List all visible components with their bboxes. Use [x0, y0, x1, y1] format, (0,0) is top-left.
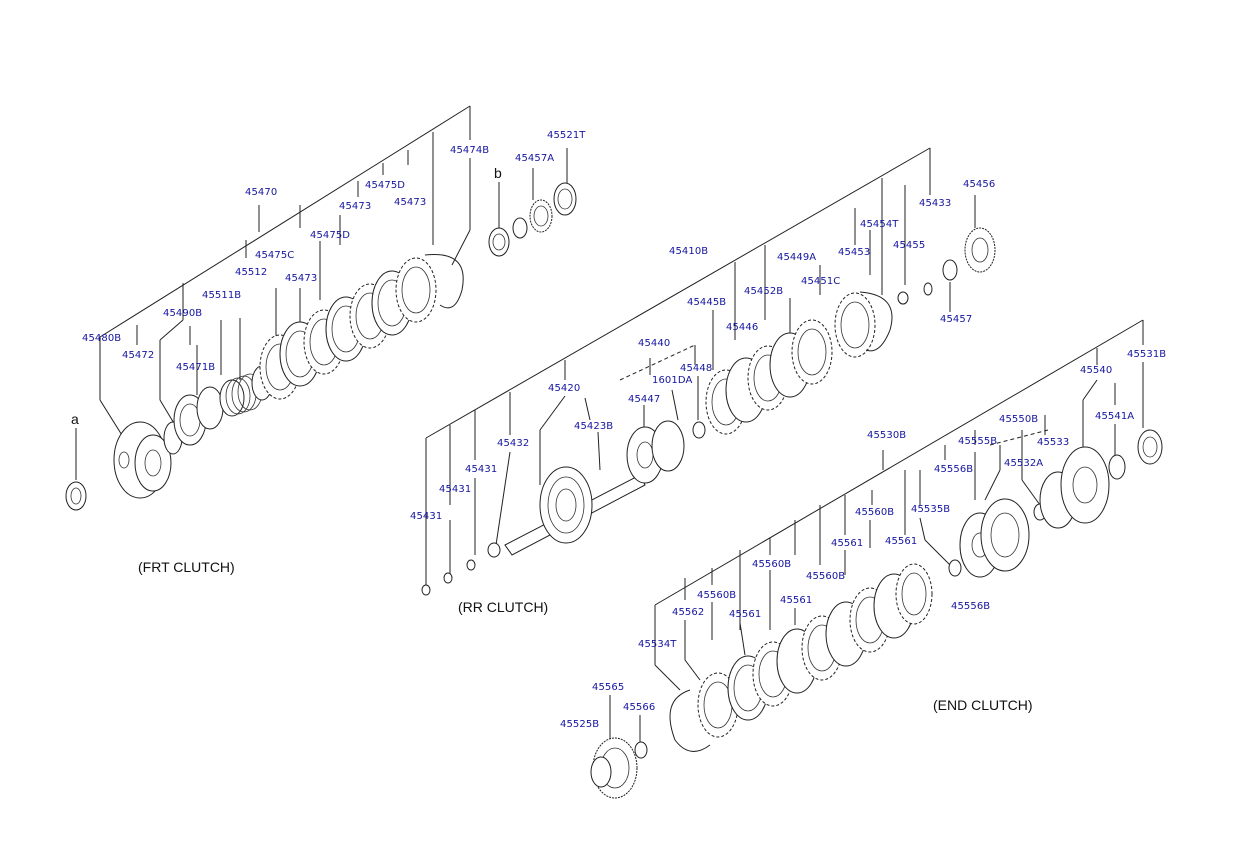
group-title-rr-clutch: (RR CLUTCH)	[458, 599, 549, 615]
part-label-45550B[interactable]: 45550B	[999, 414, 1039, 425]
part-label-45531B[interactable]: 45531B	[1127, 349, 1167, 360]
part-label-45471B[interactable]: 45471B	[176, 362, 216, 373]
part-label-45561[interactable]: 45561	[780, 595, 813, 606]
part-label-45457[interactable]: 45457	[940, 314, 973, 325]
part-label-45445B[interactable]: 45445B	[687, 297, 727, 308]
part-label-45532A[interactable]: 45532A	[1004, 458, 1044, 469]
b-parts	[488, 148, 577, 257]
part-label-45556B[interactable]: 45556B	[934, 464, 974, 475]
part-label-45470[interactable]: 45470	[245, 187, 278, 198]
part-label-45475D[interactable]: 45475D	[365, 180, 406, 191]
part-label-45555B[interactable]: 45555B	[958, 436, 998, 447]
part-label-45560B[interactable]: 45560B	[752, 559, 792, 570]
part-label-45431[interactable]: 45431	[439, 484, 472, 495]
part-label-45455[interactable]: 45455	[893, 240, 926, 251]
marker-b: b	[494, 165, 502, 181]
part-label-45423B[interactable]: 45423B	[574, 421, 614, 432]
part-label-45451C[interactable]: 45451C	[801, 276, 841, 287]
part-label-45511B[interactable]: 45511B	[202, 290, 242, 301]
part-label-45556B[interactable]: 45556B	[951, 601, 991, 612]
part-label-45475D[interactable]: 45475D	[310, 230, 351, 241]
part-label-45410B[interactable]: 45410B	[669, 246, 709, 257]
part-label-45561[interactable]: 45561	[831, 538, 864, 549]
rr-clutch-assembly	[421, 147, 996, 596]
part-label-45420[interactable]: 45420	[548, 383, 581, 394]
part-label-45431[interactable]: 45431	[465, 464, 498, 475]
part-label-45452B[interactable]: 45452B	[744, 286, 784, 297]
group-title-end-clutch: (END CLUTCH)	[933, 697, 1033, 713]
part-label-45457A[interactable]: 45457A	[515, 153, 555, 164]
part-label-45474B[interactable]: 45474B	[450, 145, 490, 156]
part-label-45530B[interactable]: 45530B	[867, 430, 907, 441]
part-label-45447[interactable]: 45447	[628, 394, 661, 405]
group-title-frt-clutch: (FRT CLUTCH)	[138, 559, 235, 575]
part-label-45456[interactable]: 45456	[963, 179, 996, 190]
part-label-45473[interactable]: 45473	[285, 273, 318, 284]
part-label-45525B[interactable]: 45525B	[560, 719, 600, 730]
part-label-45454T[interactable]: 45454T	[860, 219, 899, 230]
frt-clutch-assembly	[65, 105, 471, 511]
part-label-45566[interactable]: 45566	[623, 702, 656, 713]
part-label-45533[interactable]: 45533	[1037, 437, 1070, 448]
part-label-45560B[interactable]: 45560B	[855, 507, 895, 518]
part-label-45473[interactable]: 45473	[394, 197, 427, 208]
part-label-45448[interactable]: 45448	[680, 363, 713, 374]
part-label-45561[interactable]: 45561	[885, 536, 918, 547]
part-label-45535B[interactable]: 45535B	[911, 504, 951, 515]
part-label-45431[interactable]: 45431	[410, 511, 443, 522]
part-label-45453[interactable]: 45453	[838, 247, 871, 258]
part-label-45560B[interactable]: 45560B	[806, 571, 846, 582]
end-clutch-assembly	[590, 319, 1163, 799]
part-label-45440[interactable]: 45440	[638, 338, 671, 349]
part-label-45534T[interactable]: 45534T	[638, 639, 677, 650]
part-label-1601DA[interactable]: 1601DA	[652, 375, 693, 386]
part-label-45449A[interactable]: 45449A	[777, 252, 817, 263]
part-label-45433[interactable]: 45433	[919, 198, 952, 209]
part-label-45472[interactable]: 45472	[122, 350, 155, 361]
part-label-45521T[interactable]: 45521T	[547, 130, 586, 141]
part-label-45473[interactable]: 45473	[339, 201, 372, 212]
part-label-45475C[interactable]: 45475C	[255, 250, 295, 261]
part-label-45562[interactable]: 45562	[672, 607, 705, 618]
part-label-45480B[interactable]: 45480B	[82, 333, 122, 344]
part-label-45490B[interactable]: 45490B	[163, 308, 203, 319]
part-label-45512[interactable]: 45512	[235, 267, 268, 278]
part-label-45540[interactable]: 45540	[1080, 365, 1113, 376]
part-label-45541A[interactable]: 45541A	[1095, 411, 1135, 422]
part-label-45565[interactable]: 45565	[592, 682, 625, 693]
part-label-45560B[interactable]: 45560B	[697, 590, 737, 601]
marker-a: a	[71, 411, 79, 427]
part-label-45446[interactable]: 45446	[726, 322, 759, 333]
part-label-45432[interactable]: 45432	[497, 438, 530, 449]
part-label-45561[interactable]: 45561	[729, 609, 762, 620]
